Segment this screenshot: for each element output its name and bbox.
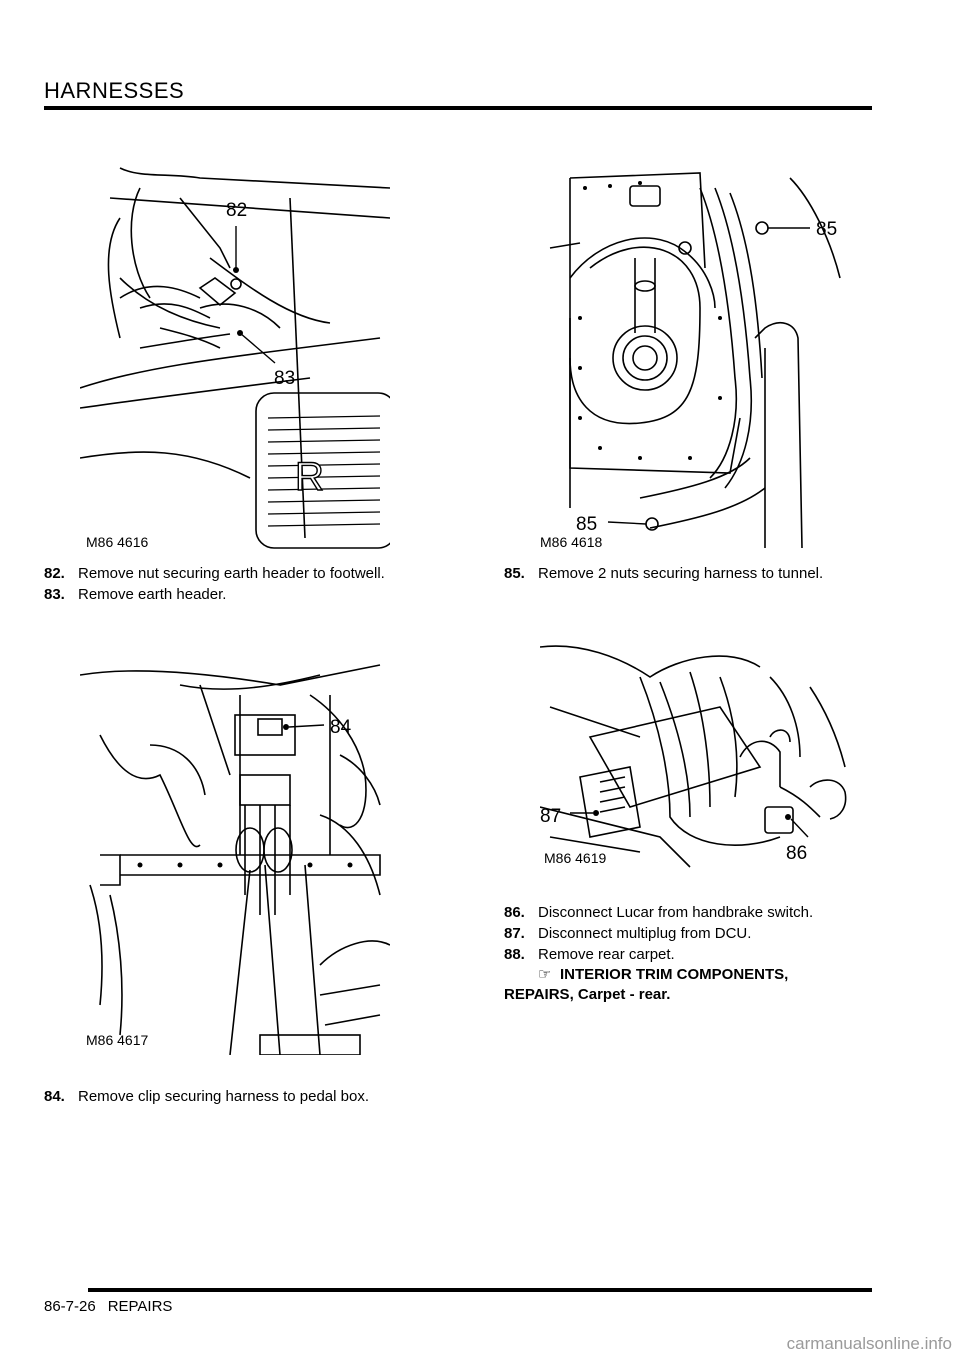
step-83: 83. Remove earth header. — [44, 586, 227, 603]
tunnel-harness-illustration: 85 85 — [549, 172, 841, 549]
page-number: 86-7-26 — [44, 1298, 96, 1315]
watermark: carmanualsonline.info — [786, 1334, 952, 1353]
cross-reference-cont[interactable]: REPAIRS, Carpet - rear. — [504, 986, 671, 1003]
earth-header-illustration: R 82 83 — [80, 167, 390, 549]
step-88: 88. Remove rear carpet. — [504, 946, 675, 963]
figure-id-label: M86 4617 — [86, 1032, 149, 1048]
callout-84: 84 — [330, 717, 352, 738]
callout-85-lower: 85 — [576, 514, 597, 535]
figure-tunnel-harness: 85 85 M86 4618 — [540, 158, 850, 553]
figure-id-label: M86 4619 — [544, 850, 607, 866]
step-84: 84. Remove clip securing harness to peda… — [44, 1088, 369, 1105]
handbrake-dcu-illustration: 87 86 — [540, 645, 847, 868]
callout-86: 86 — [786, 843, 807, 864]
step-82: 82. Remove nut securing earth header to … — [44, 565, 385, 582]
page-header-title: HARNESSES — [44, 78, 185, 103]
callout-87: 87 — [540, 806, 561, 827]
header-rule — [44, 106, 872, 110]
svg-text:R: R — [295, 455, 324, 499]
steps-82-83: 82. Remove nut securing earth header to … — [44, 563, 464, 605]
steps-85: 85. Remove 2 nuts securing harness to tu… — [504, 563, 884, 584]
step-87: 87. Disconnect multiplug from DCU. — [504, 925, 752, 942]
page-footer: 86-7-26 REPAIRS — [44, 1298, 184, 1315]
figure-pedal-box: 84 M86 4617 — [80, 655, 390, 1055]
footer-rule — [88, 1288, 872, 1292]
figure-handbrake-dcu: 87 86 M86 4619 — [540, 637, 850, 872]
figure-id-label: M86 4618 — [540, 534, 603, 550]
callout-82: 82 — [226, 200, 247, 221]
cross-reference[interactable]: ☞INTERIOR TRIM COMPONENTS, — [538, 966, 789, 983]
figure-id-label: M86 4616 — [86, 534, 149, 550]
pedal-box-illustration: 84 — [80, 664, 390, 1055]
pointing-hand-icon: ☞ — [538, 966, 552, 983]
step-85: 85. Remove 2 nuts securing harness to tu… — [504, 565, 824, 582]
steps-86-88: 86. Disconnect Lucar from handbrake swit… — [504, 902, 884, 1005]
step-86: 86. Disconnect Lucar from handbrake swit… — [504, 904, 814, 921]
section-name: REPAIRS — [107, 1298, 173, 1315]
steps-84: 84. Remove clip securing harness to peda… — [44, 1086, 474, 1107]
callout-85-upper: 85 — [816, 219, 837, 240]
figure-earth-header: R 82 83 M86 4616 — [80, 158, 390, 553]
callout-83: 83 — [274, 368, 295, 389]
